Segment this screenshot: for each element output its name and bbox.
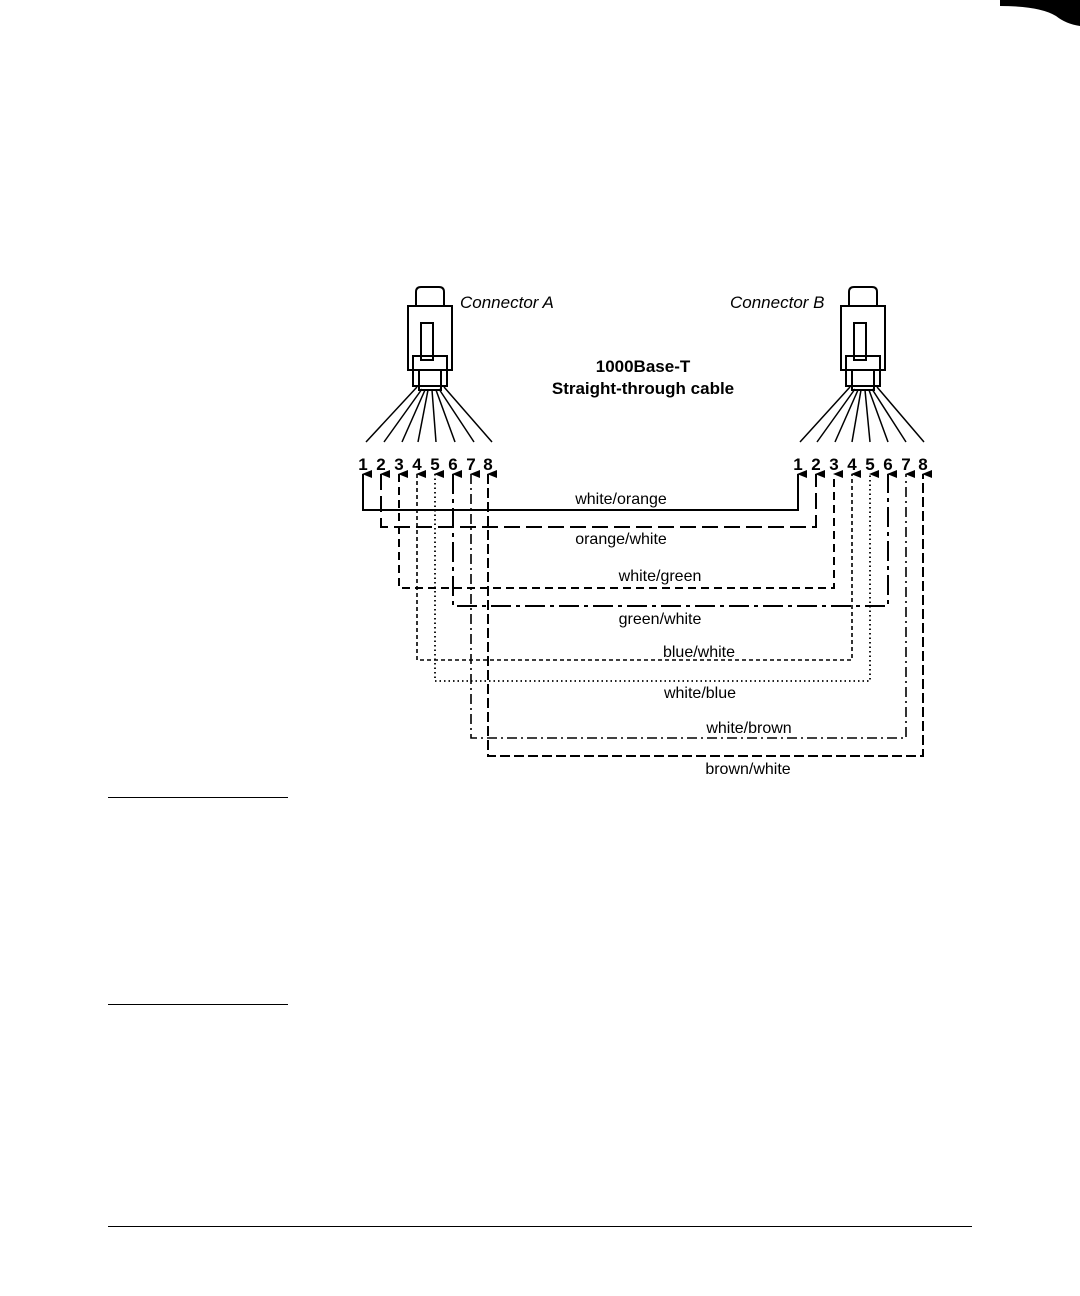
wire-label-white-brown: white/brown [705,720,791,737]
wire-label-brown-white: brown/white [705,761,790,778]
section-rule-2 [108,1004,288,1005]
connector-a-pin-label: 8 [483,455,492,474]
connector-b-pin-label: 1 [793,455,802,474]
footer-rule [108,1226,972,1227]
connector-b-pin-label: 4 [847,455,857,474]
connector-b-pin-label: 7 [901,455,910,474]
connector-a-pin-label: 3 [394,455,403,474]
diagram-title-line2: Straight-through cable [552,379,734,398]
connector-b-pin-label: 8 [918,455,927,474]
wire-label-white-blue: white/blue [663,685,736,702]
connector-b-pin-label: 5 [865,455,874,474]
wire-green-white [453,474,888,606]
wire-label-white-green: white/green [618,568,702,585]
diagram-title-line1: 1000Base-T [596,357,691,376]
connector-b-pin-label: 3 [829,455,838,474]
cable-diagram: Connector A Connector B 1000Base-T Strai… [0,0,1080,800]
connector-a-pin-label: 1 [358,455,367,474]
connector-b-pin-label: 6 [883,455,892,474]
wire-brown-white [488,474,923,756]
connector-a-label: Connector A [460,293,554,312]
connector-a-pin-label: 7 [466,455,475,474]
wire-label-green-white: green/white [619,611,702,628]
connector-b-wire-fan [800,387,924,442]
connector-b-pin-label: 2 [811,455,820,474]
connector-a-pin-label: 2 [376,455,385,474]
connector-a-pin-label: 6 [448,455,457,474]
connector-a-wire-fan [366,387,492,442]
connector-a-pins: 1 2 3 4 5 6 7 8 [358,455,492,474]
wire-label-blue-white: blue/white [663,644,735,661]
connector-a-pin-label: 4 [412,455,422,474]
connector-b-pins: 1 2 3 4 5 6 7 8 [793,455,927,474]
connector-b-plug [841,287,885,390]
wire-label-orange-white: orange/white [575,531,667,548]
connector-b-label: Connector B [730,293,825,312]
connector-a-pin-label: 5 [430,455,439,474]
section-rule-1 [108,797,288,798]
connector-a-plug [408,287,452,390]
wire-label-white-orange: white/orange [574,491,667,508]
wire-labels: white/orange orange/white white/green gr… [574,491,792,778]
